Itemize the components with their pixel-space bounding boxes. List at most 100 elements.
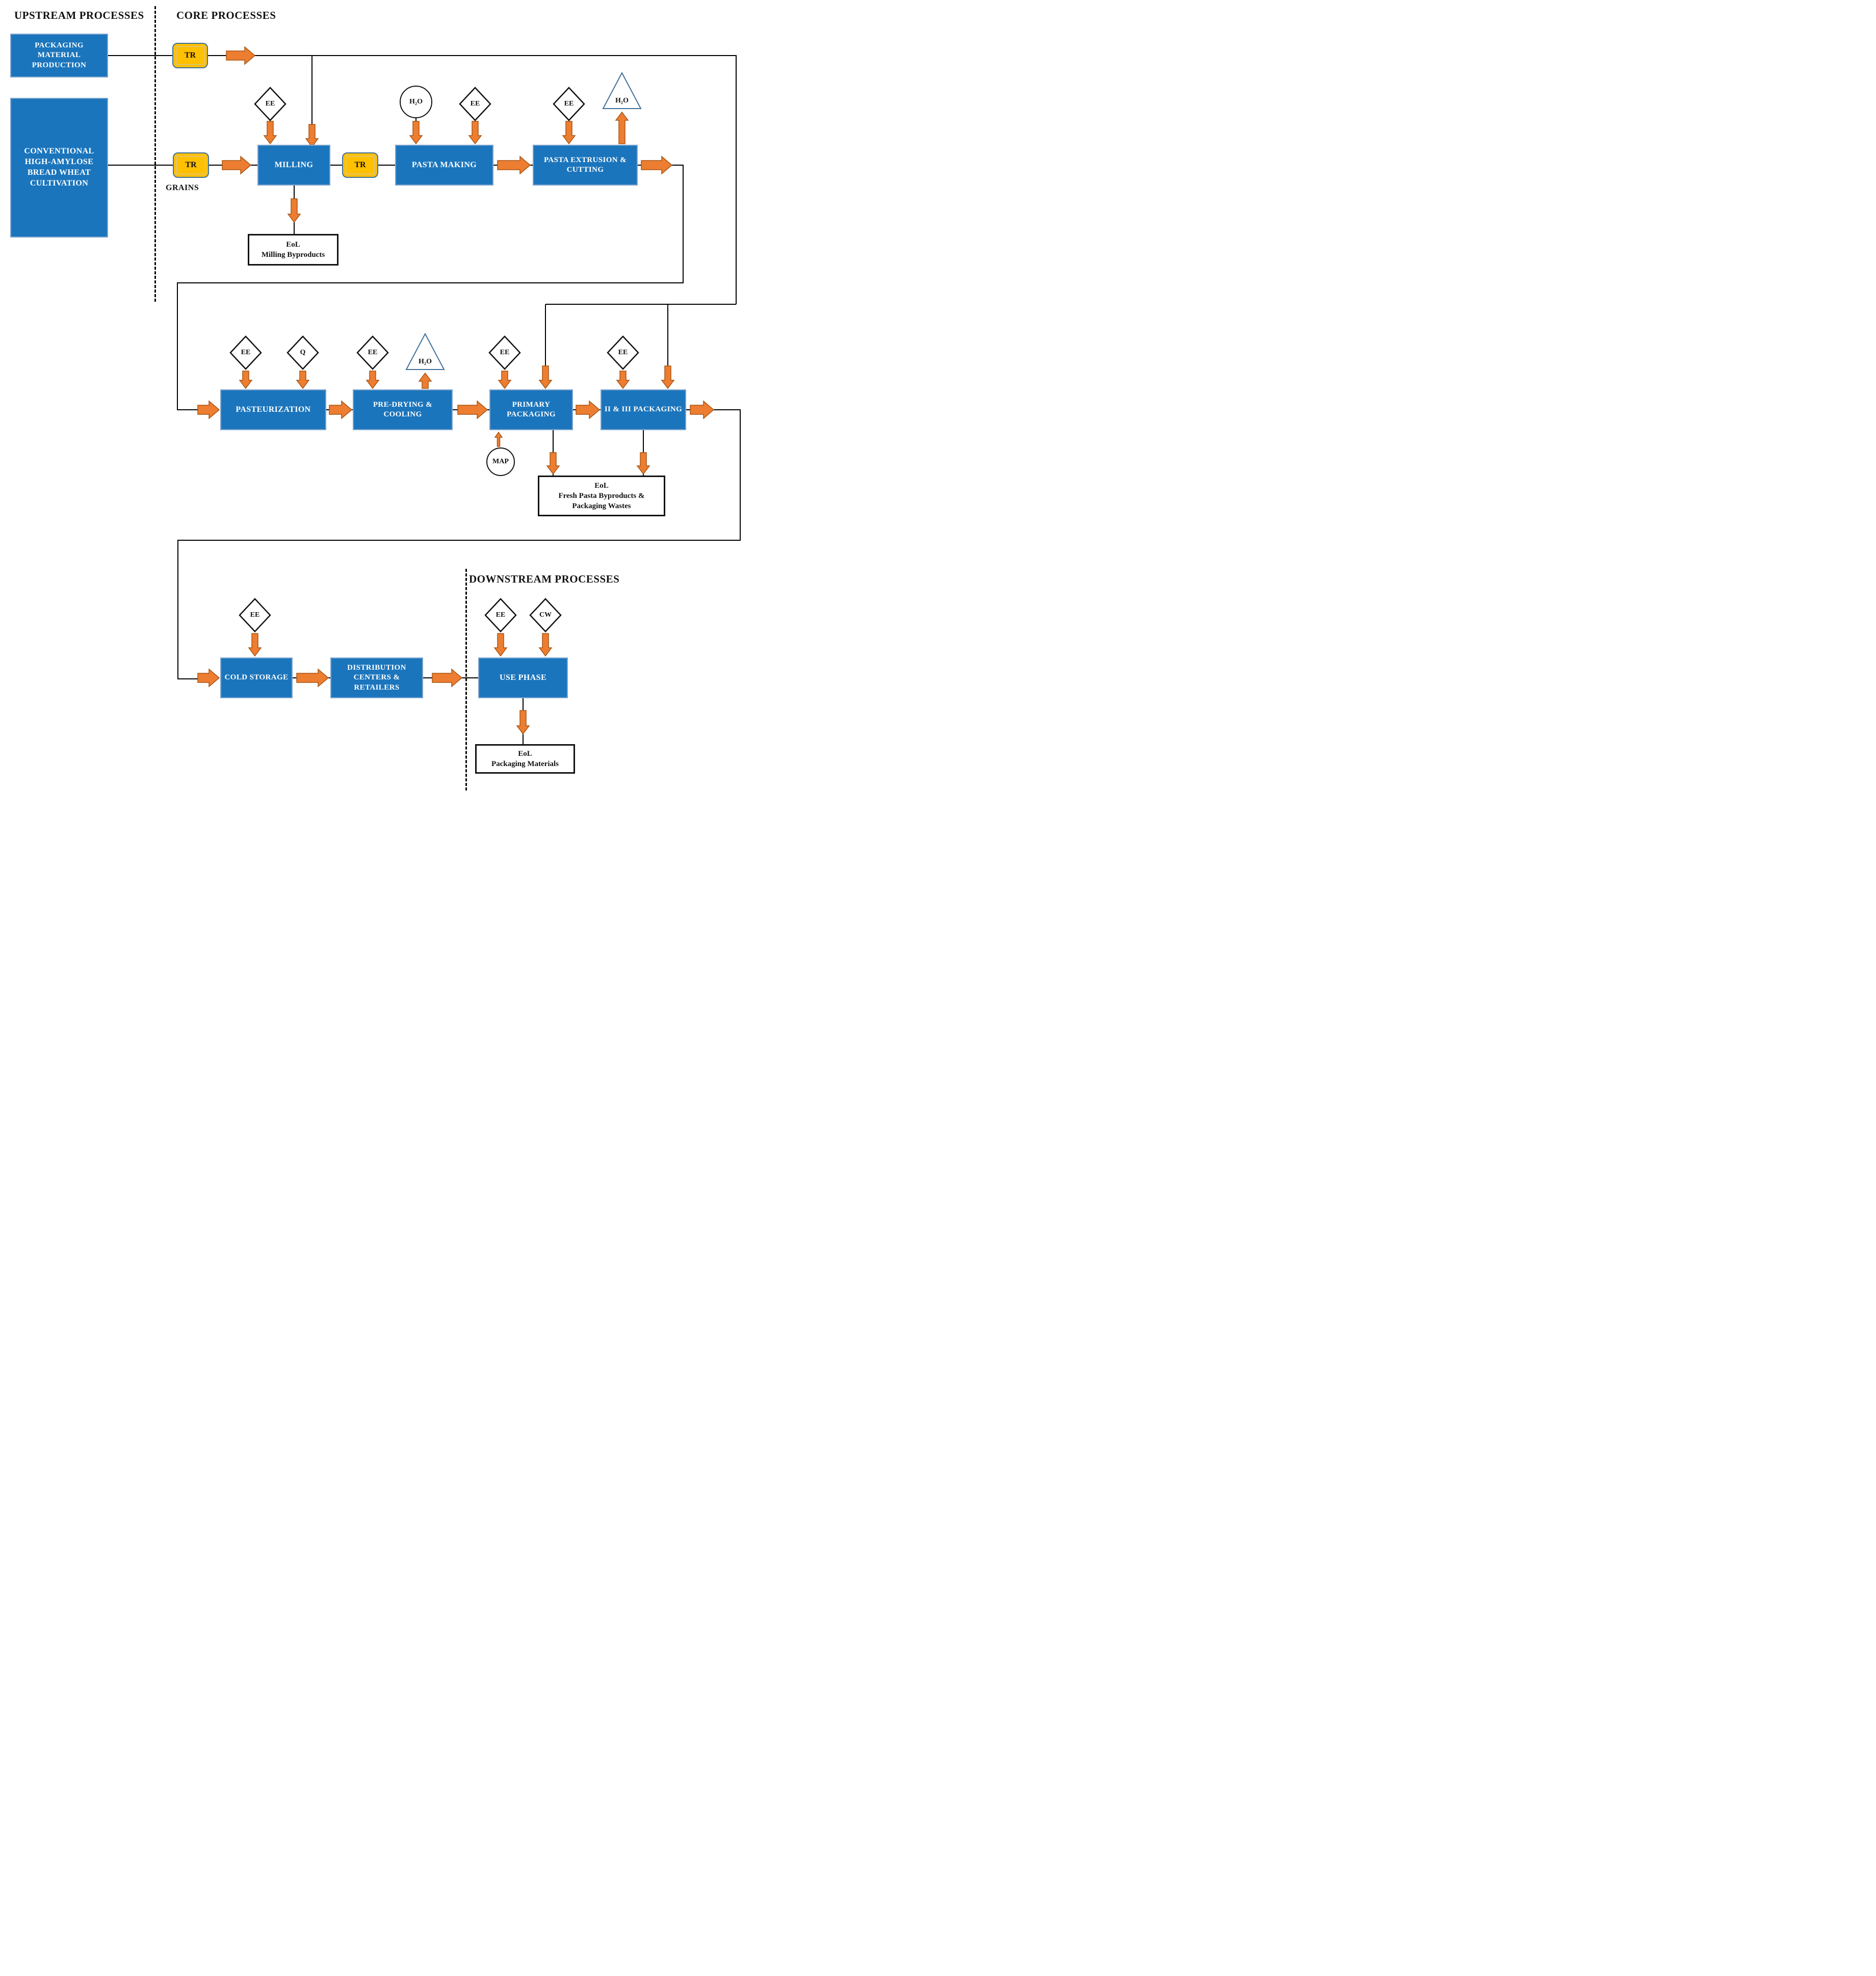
process-extrusion: PASTA EXTRUSION & CUTTING [533, 145, 638, 186]
eol-milling-byproducts: EoL Milling Byproducts [248, 234, 338, 266]
flow-arrow-primary-eol [546, 452, 560, 475]
process-predrying: PRE-DRYING & COOLING [353, 389, 453, 430]
input-cw-usephase-diamond: CW [529, 598, 562, 633]
output-h2o-extrusion-triangle: H₂O [602, 71, 642, 110]
process-primary-packaging: PRIMARY PACKAGING [489, 389, 573, 430]
input-arrow-ee-primary [498, 371, 512, 389]
input-ee-secondary-label: EE [618, 349, 628, 356]
flow-arrow-milling-eol [287, 198, 301, 223]
input-ee-pasta-label: EE [470, 100, 480, 108]
input-arrow-h2o-pasta [409, 121, 423, 145]
flow-arrow-dist-to-use [432, 668, 463, 688]
flow-arrow-secondary-out [690, 400, 715, 419]
process-milling: MILLING [257, 145, 330, 186]
diamond-shape [488, 335, 521, 370]
eol-fresh-line1: EoL [594, 481, 609, 490]
flow-arrow-grains-to-milling [222, 155, 252, 175]
output-arrow-h2o-predrying [418, 372, 432, 389]
transport-tr2-label: TR [176, 156, 205, 174]
output-h2o-predrying-label: H₂O [419, 358, 432, 365]
eol-milling-line1: EoL [286, 240, 300, 249]
input-q-pasteurization-label: Q [300, 349, 306, 356]
diamond-shape [607, 335, 639, 370]
line-row2-to-row3 [177, 409, 741, 679]
feed-arrow-packaging-secondary [661, 365, 675, 389]
input-ee-primary-label: EE [500, 349, 510, 356]
lca-flow-diagram: UPSTREAM PROCESSES CORE PROCESSES DOWNST… [0, 0, 750, 791]
input-arrow-ee-pasta [468, 121, 482, 145]
input-ee-predrying-diamond: EE [356, 335, 389, 370]
input-arrow-ee-usephase [493, 633, 508, 657]
transport-tr1-label: TR [176, 46, 204, 65]
feed-arrow-packaging-milling [305, 124, 319, 148]
connector-layer [108, 46, 741, 744]
grains-label: GRAINS [166, 183, 199, 192]
eol-fresh-line3: Packaging Wastes [572, 502, 631, 511]
input-ee-primary-diamond: EE [488, 335, 521, 370]
diamond-shape [529, 598, 562, 633]
flow-arrow-extrusion-out [641, 155, 673, 175]
input-ee-pasta-diamond: EE [459, 87, 491, 121]
process-pasteurization: PASTEURIZATION [220, 389, 326, 430]
flow-arrow-into-coldstorage [197, 668, 220, 688]
input-arrow-ee-pasteurization [239, 371, 253, 389]
flow-arrow-pm-to-extrusion [497, 155, 531, 175]
input-ee-predrying-label: EE [368, 349, 378, 356]
input-arrow-ee-coldstorage [248, 633, 262, 657]
process-cultivation: CONVENTIONAL HIGH-AMYLOSE BREAD WHEAT CU… [10, 98, 108, 238]
input-ee-usephase-diamond: EE [484, 598, 517, 633]
eol-packaging-materials: EoL Packaging Materials [475, 744, 575, 774]
input-h2o-pasta-circle: H₂O [400, 86, 432, 118]
line-top-packaging [208, 55, 737, 304]
triangle-shape [405, 332, 445, 370]
process-packaging-material: PACKAGING MATERIAL PRODUCTION [10, 34, 108, 77]
input-ee-usephase-label: EE [496, 611, 506, 619]
process-distribution: DISTRIBUTION CENTERS & RETAILERS [330, 657, 423, 698]
input-ee-pasteurization-diamond: EE [229, 335, 262, 370]
diamond-shape [459, 87, 491, 121]
flow-arrow-past-to-predry [329, 400, 353, 419]
output-h2o-extrusion-label: H₂O [615, 97, 629, 104]
input-ee-milling-label: EE [265, 100, 275, 108]
output-arrow-h2o-extrusion [615, 111, 629, 144]
input-ee-coldstorage-label: EE [250, 611, 260, 619]
eol-fresh-pasta: EoL Fresh Pasta Byproducts & Packaging W… [538, 476, 665, 516]
input-ee-pasteurization-label: EE [241, 349, 251, 356]
diamond-shape [254, 87, 286, 121]
process-secondary-packaging: II & III PACKAGING [601, 389, 686, 430]
flow-arrow-into-pasteurization [197, 400, 220, 419]
eol-pkg-line1: EoL [518, 749, 532, 758]
feed-arrow-packaging-primary [538, 365, 553, 389]
output-h2o-predrying-triangle: H₂O [405, 332, 446, 371]
diamond-shape [229, 335, 262, 370]
input-arrow-ee-predrying [366, 371, 380, 389]
flow-arrow-cold-to-dist [296, 668, 329, 688]
downstream-header: DOWNSTREAM PROCESSES [469, 573, 620, 585]
input-ee-extrusion-diamond: EE [553, 87, 585, 121]
diamond-shape [239, 598, 271, 633]
process-use-phase: USE PHASE [478, 657, 568, 698]
flow-arrow-predry-to-primary [457, 400, 488, 419]
transport-tr1: TR [172, 43, 208, 68]
eol-fresh-line2: Fresh Pasta Byproducts & [558, 491, 645, 500]
input-map-circle: MAP [486, 447, 515, 476]
upstream-header: UPSTREAM PROCESSES [14, 9, 144, 21]
process-cold-storage: COLD STORAGE [220, 657, 293, 698]
diamond-shape [356, 335, 389, 370]
upstream-core-divider [154, 6, 156, 302]
input-ee-coldstorage-diamond: EE [239, 598, 271, 633]
flow-arrow-use-eol [516, 710, 530, 735]
input-arrow-ee-secondary [616, 371, 630, 389]
core-header: CORE PROCESSES [176, 9, 276, 21]
flow-arrow-top-packaging [226, 46, 256, 65]
input-arrow-map-primary [494, 431, 503, 447]
input-cw-usephase-label: CW [539, 611, 552, 619]
eol-pkg-line2: Packaging Materials [491, 760, 559, 768]
eol-milling-line2: Milling Byproducts [261, 251, 325, 259]
flow-arrow-primary-to-secondary [576, 400, 601, 419]
input-arrow-q-pasteurization [296, 371, 310, 389]
process-pasta-making: PASTA MAKING [395, 145, 493, 186]
downstream-divider [465, 569, 467, 791]
line-row1-to-row2 [177, 165, 684, 410]
input-q-pasteurization-diamond: Q [286, 335, 319, 370]
